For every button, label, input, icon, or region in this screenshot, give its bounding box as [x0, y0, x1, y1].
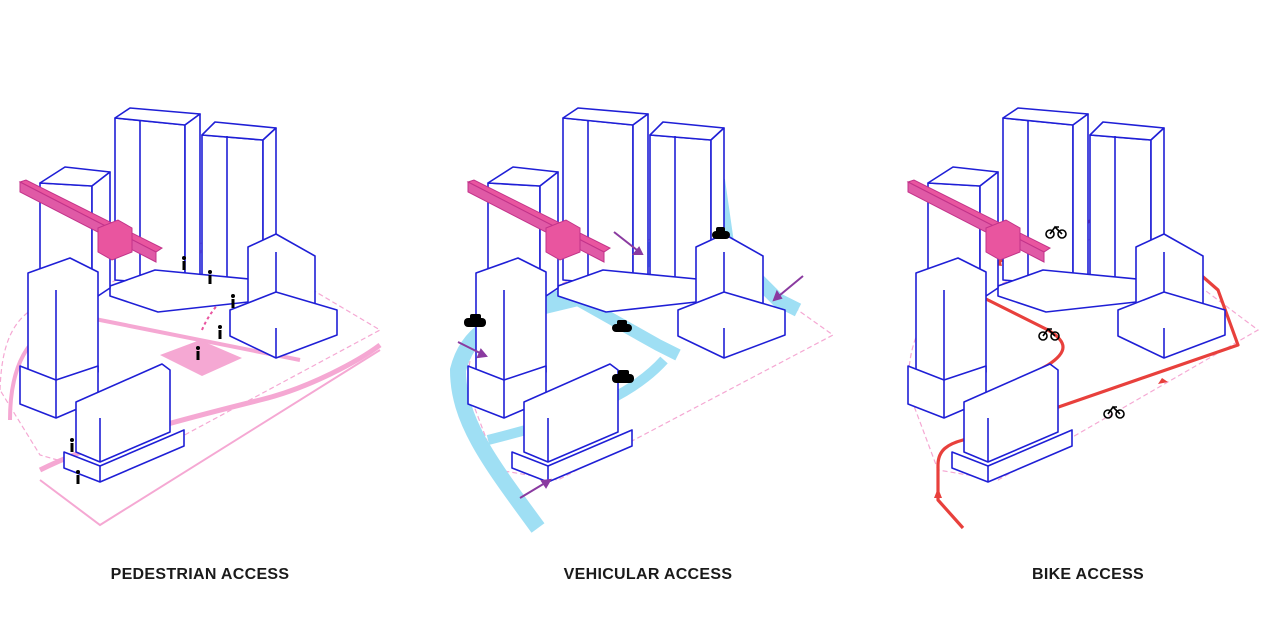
caption-pedestrian-access: PEDESTRIAN ACCESS: [110, 566, 290, 583]
car-icon: [712, 227, 730, 239]
pedestrian-icon: [208, 270, 212, 284]
caption-bike-access: BIKE ACCESS: [1031, 566, 1145, 583]
panel-pedestrian-access: PEDESTRIAN ACCESS: [0, 0, 420, 621]
bicycle-icon: [1103, 405, 1125, 419]
pedestrian-icon: [182, 256, 186, 270]
caption-vehicular-access: VEHICULAR ACCESS: [563, 566, 733, 583]
panel-bike-access: BIKE ACCESS: [868, 0, 1280, 621]
pedestrian-icon: [70, 438, 74, 452]
pedestrian-icon: [196, 346, 200, 360]
car-icon: [464, 314, 486, 327]
bike-diagram: [907, 107, 1260, 530]
car-icon: [612, 370, 634, 383]
bicycle-icon: [1038, 327, 1060, 341]
pedestrian-icon: [76, 470, 80, 484]
bicycle-icon: [1045, 225, 1067, 239]
panel-vehicular-access: VEHICULAR ACCESS: [428, 0, 868, 621]
pedestrian-icon: [218, 325, 222, 339]
pedestrian-diagram: [0, 107, 382, 527]
vehicular-diagram: [449, 107, 835, 533]
car-icon: [612, 320, 632, 332]
pedestrian-icon: [231, 294, 235, 308]
